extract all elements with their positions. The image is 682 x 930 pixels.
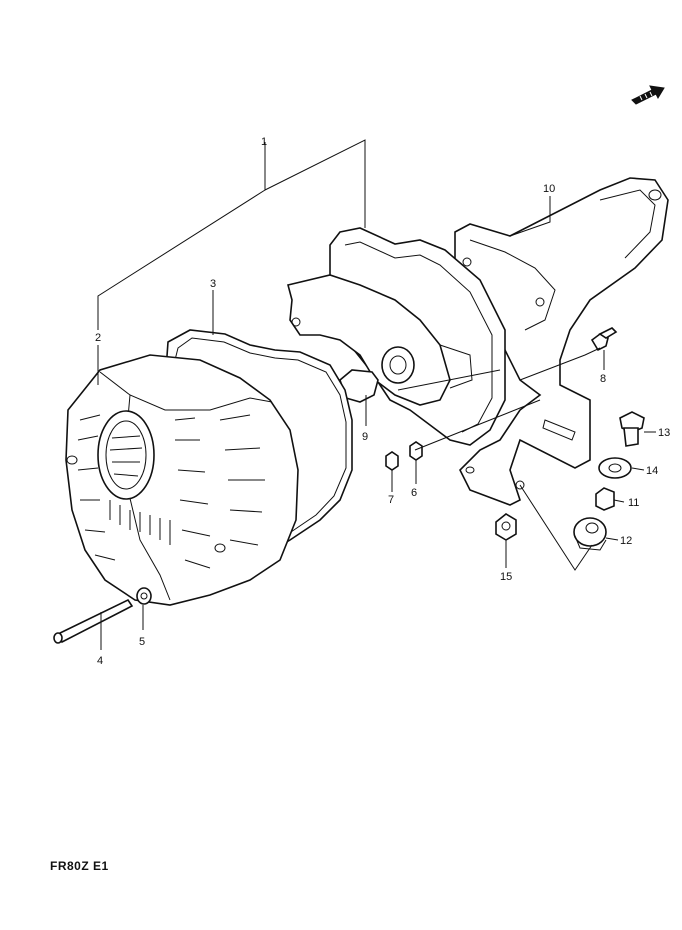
bolt-part-13 — [619, 411, 645, 447]
callout-7: 7 — [388, 494, 394, 506]
nut-part-6 — [409, 441, 423, 461]
callout-10: 10 — [543, 183, 555, 195]
grommet-part-12 — [573, 517, 607, 551]
lens-part-2 — [65, 354, 299, 606]
callout-14: 14 — [646, 465, 658, 477]
callout-8: 8 — [600, 373, 606, 385]
callout-5: 5 — [139, 636, 145, 648]
screw-part-4 — [53, 598, 134, 644]
callout-11: 11 — [628, 497, 639, 509]
callout-1: 1 — [261, 136, 267, 148]
callout-6: 6 — [411, 487, 417, 499]
reflector-plate — [287, 274, 473, 406]
callout-15: 15 — [500, 571, 512, 583]
front-arrow-icon — [631, 85, 665, 105]
leader-lines — [97, 139, 656, 650]
diagram-code: FR80Z E1 — [50, 859, 109, 873]
collar-part-11 — [595, 487, 615, 511]
callout-13: 13 — [658, 427, 670, 439]
callout-12: 12 — [620, 535, 632, 547]
callout-2: 2 — [95, 332, 101, 344]
bracket-part-10 — [454, 177, 669, 506]
callout-9: 9 — [362, 431, 368, 443]
washer-part-14 — [598, 457, 632, 479]
callout-3: 3 — [210, 278, 216, 290]
callout-4: 4 — [97, 655, 103, 667]
washer-part-5 — [136, 587, 152, 605]
nut-part-15 — [495, 513, 517, 541]
bolt-part-8 — [590, 327, 618, 352]
nut-part-7 — [385, 451, 399, 471]
callout-labels: 1 2 3 4 5 6 7 8 9 10 11 12 13 14 15 — [95, 136, 670, 667]
